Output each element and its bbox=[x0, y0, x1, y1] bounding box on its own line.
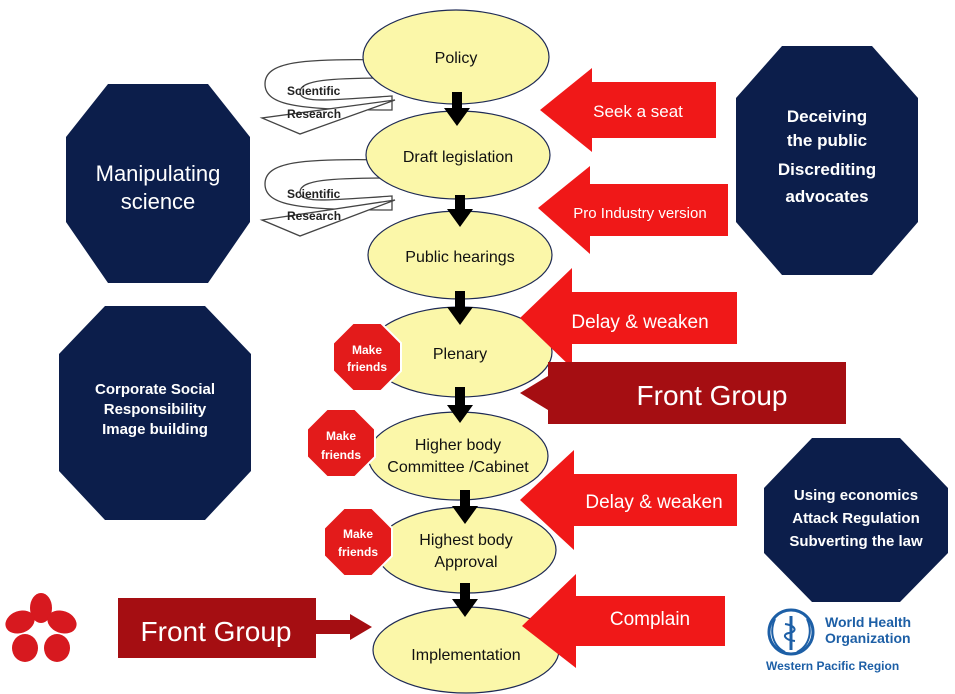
svg-text:friends: friends bbox=[321, 448, 361, 462]
stage-label: Approval bbox=[434, 554, 497, 571]
stage-label: Public hearings bbox=[405, 249, 514, 266]
stage-label: Committee /Cabinet bbox=[387, 459, 529, 476]
make-friends-stop-sign-2: Make friends bbox=[306, 408, 376, 478]
who-emblem-icon bbox=[767, 608, 815, 656]
octagon-deceiving-the-public: Deceiving the public Discrediting advoca… bbox=[736, 46, 918, 275]
octagon-corporate-social-responsibility: Corporate Social Responsibility Image bu… bbox=[59, 306, 251, 520]
svg-text:advocates: advocates bbox=[785, 187, 868, 206]
scientific-research-label-2: Scientific Research bbox=[287, 187, 341, 223]
svg-text:Make: Make bbox=[352, 343, 382, 357]
svg-text:Research: Research bbox=[287, 107, 341, 121]
stage-policy: Policy bbox=[362, 9, 550, 105]
svg-text:Manipulating: Manipulating bbox=[96, 161, 221, 186]
down-arrow-icon bbox=[447, 195, 473, 227]
svg-text:Scientific: Scientific bbox=[287, 84, 341, 98]
down-arrow-icon bbox=[452, 583, 478, 617]
stage-label: Draft legislation bbox=[403, 149, 513, 166]
stage-label: Higher body bbox=[415, 437, 501, 454]
tactic-arrow-pro-industry: Pro Industry version bbox=[538, 166, 728, 254]
stage-label: Implementation bbox=[411, 647, 520, 664]
stage-higher-body: Higher body Committee /Cabinet bbox=[367, 411, 549, 501]
svg-text:Research: Research bbox=[287, 209, 341, 223]
octagon-using-economics: Using economics Attack Regulation Subver… bbox=[764, 438, 948, 602]
front-group-arrow-right: Front Group bbox=[520, 362, 846, 424]
down-arrow-icon bbox=[444, 92, 470, 126]
octagon-manipulating-science: Manipulating science bbox=[66, 84, 250, 283]
svg-text:Pro Industry version: Pro Industry version bbox=[573, 205, 706, 222]
svg-text:science: science bbox=[121, 189, 196, 214]
svg-text:Organization: Organization bbox=[825, 630, 911, 646]
svg-text:Seek a seat: Seek a seat bbox=[593, 102, 683, 121]
svg-text:Front Group: Front Group bbox=[141, 616, 292, 647]
down-arrow-icon bbox=[452, 490, 478, 524]
tactic-arrow-delay-weaken-1: Delay & weaken bbox=[520, 268, 737, 368]
stage-label: Plenary bbox=[433, 346, 487, 363]
make-friends-stop-sign-3: Make friends bbox=[323, 507, 393, 577]
svg-text:Make: Make bbox=[343, 527, 373, 541]
svg-text:World Health: World Health bbox=[825, 614, 911, 630]
svg-text:Attack Regulation: Attack Regulation bbox=[792, 510, 920, 527]
svg-text:Responsibility: Responsibility bbox=[104, 401, 207, 418]
svg-text:the public: the public bbox=[787, 131, 867, 150]
down-arrow-icon bbox=[447, 387, 473, 423]
scientific-research-loop-1 bbox=[259, 58, 396, 135]
svg-text:Front Group: Front Group bbox=[637, 380, 788, 411]
svg-text:Western Pacific Region: Western Pacific Region bbox=[766, 659, 899, 673]
svg-text:Using economics: Using economics bbox=[794, 487, 918, 504]
make-friends-stop-sign-1: Make friends bbox=[332, 322, 402, 392]
svg-text:Complain: Complain bbox=[610, 609, 690, 630]
who-logo: World Health Organization Western Pacifi… bbox=[766, 608, 911, 673]
svg-text:Delay & weaken: Delay & weaken bbox=[571, 312, 708, 333]
tactic-arrow-delay-weaken-2: Delay & weaken bbox=[520, 450, 737, 550]
orchid-flower-icon bbox=[5, 593, 77, 662]
svg-text:Make: Make bbox=[326, 429, 356, 443]
svg-text:Image building: Image building bbox=[102, 421, 208, 438]
down-arrow-icon bbox=[447, 291, 473, 325]
stage-label: Policy bbox=[435, 50, 478, 67]
stage-label: Highest body bbox=[419, 532, 512, 549]
front-group-arrow-left: Front Group bbox=[118, 598, 372, 658]
svg-text:Deceiving: Deceiving bbox=[787, 107, 867, 126]
svg-text:friends: friends bbox=[347, 360, 387, 374]
svg-text:Subverting the law: Subverting the law bbox=[789, 533, 923, 550]
tactic-arrow-complain: Complain bbox=[522, 574, 725, 668]
svg-text:Scientific: Scientific bbox=[287, 187, 341, 201]
flow-arrows bbox=[444, 92, 478, 617]
svg-text:Discrediting: Discrediting bbox=[778, 160, 876, 179]
tactic-arrow-seek-a-seat: Seek a seat bbox=[540, 68, 716, 152]
svg-text:friends: friends bbox=[338, 545, 378, 559]
svg-text:Delay & weaken: Delay & weaken bbox=[585, 492, 722, 513]
stage-highest-body: Highest body Approval bbox=[375, 506, 557, 594]
svg-text:Corporate Social: Corporate Social bbox=[95, 381, 215, 398]
scientific-research-label-1: Scientific Research bbox=[287, 84, 341, 121]
